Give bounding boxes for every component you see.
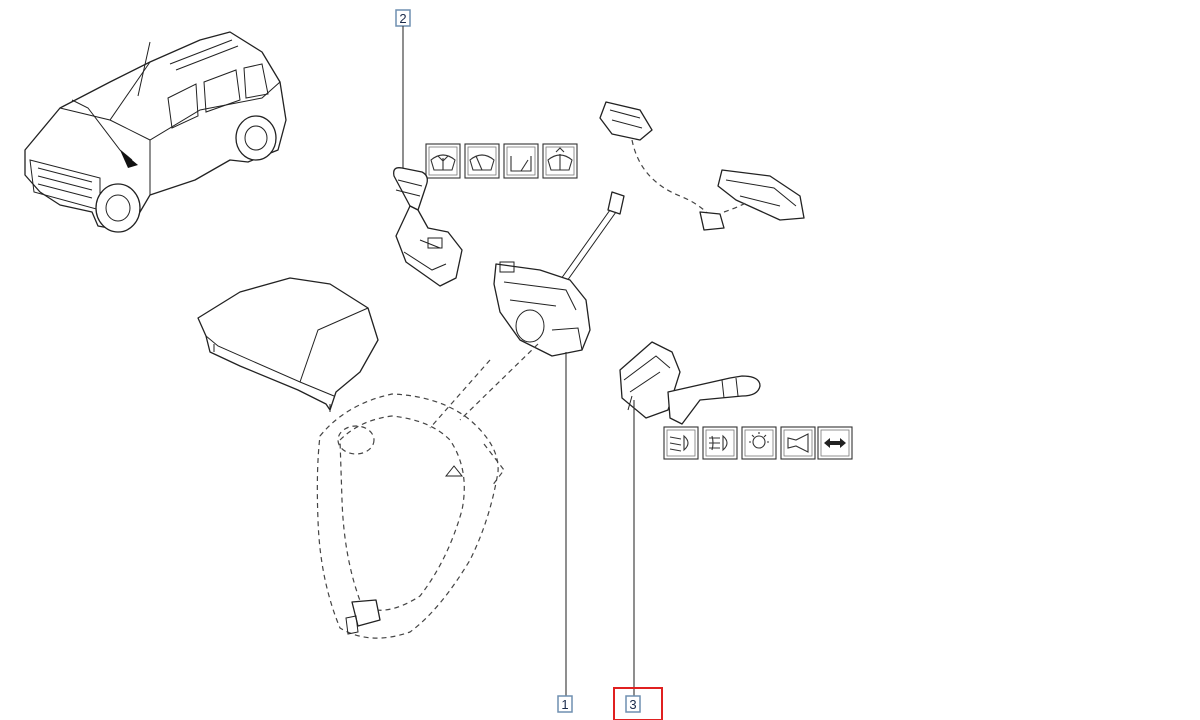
lighting-symbol-row bbox=[663, 426, 853, 460]
horn-icon bbox=[780, 426, 816, 460]
callout-2-label: 2 bbox=[399, 11, 406, 26]
callout-3-highlight-frame bbox=[613, 687, 663, 720]
wiper-symbol-row bbox=[425, 143, 578, 179]
callout-3-group[interactable]: 3 bbox=[613, 687, 663, 720]
callout-1-group[interactable]: 1 bbox=[557, 695, 573, 713]
wiring-harness bbox=[599, 101, 805, 231]
rear-wiper-icon bbox=[503, 143, 539, 179]
wiper-stalk-switch bbox=[393, 167, 463, 287]
low-beam-icon bbox=[663, 426, 699, 460]
callout-3-label: 3 bbox=[629, 697, 636, 712]
vehicle-location-thumbnail bbox=[24, 31, 287, 233]
windshield-wipe-icon bbox=[464, 143, 500, 179]
callout-2-group[interactable]: 2 bbox=[395, 9, 411, 27]
steering-column-lower-shroud bbox=[316, 343, 539, 639]
lighting-indicator-stalk bbox=[619, 341, 761, 425]
fog-light-icon bbox=[702, 426, 738, 460]
indicator-arrows-icon bbox=[817, 426, 853, 460]
steering-column-upper-shroud bbox=[197, 277, 379, 412]
lamp-icon bbox=[741, 426, 777, 460]
callout-1-label: 1 bbox=[561, 697, 568, 712]
steering-column-switch-base bbox=[493, 191, 625, 357]
wiper-interval-icon bbox=[542, 143, 578, 179]
windshield-wash-icon bbox=[425, 143, 461, 179]
